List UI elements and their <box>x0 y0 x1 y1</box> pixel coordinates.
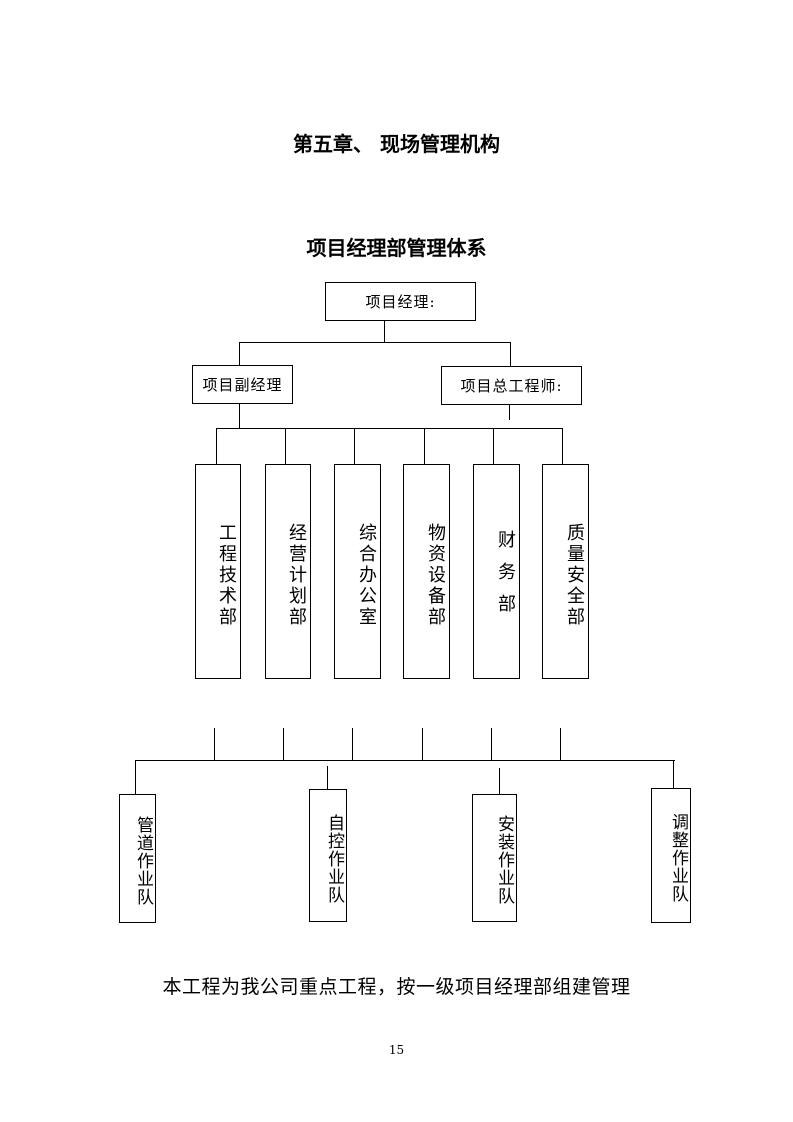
page-number: 15 <box>388 1043 405 1057</box>
connector-line <box>354 428 355 464</box>
node-team: 自控作业队 <box>309 789 347 922</box>
body-paragraph: 本工程为我公司重点工程，按一级项目经理部组建管理 <box>162 976 631 998</box>
connector-line <box>216 428 217 464</box>
connector-line <box>327 766 328 789</box>
connector-line <box>493 428 494 464</box>
node-department: 财务部 <box>473 464 520 679</box>
node-department: 经营计划部 <box>265 464 311 679</box>
connector-line <box>509 405 510 420</box>
connector-line <box>384 321 385 342</box>
connector-line <box>510 342 511 366</box>
node-department: 工程技术部 <box>195 464 241 679</box>
connector-line <box>283 728 284 760</box>
connector-line <box>424 428 425 464</box>
connector-line <box>214 728 215 760</box>
connector-line <box>135 760 675 761</box>
connector-line <box>352 728 353 760</box>
connector-line <box>216 428 563 429</box>
node-department: 综合办公室 <box>334 464 381 679</box>
node-deputy-manager: 项目副经理 <box>192 365 293 404</box>
node-team: 安装作业队 <box>472 794 517 922</box>
chart-title: 项目经理部管理体系 <box>306 236 487 260</box>
chapter-title: 第五章、 现场管理机构 <box>293 132 500 156</box>
connector-line <box>491 728 492 760</box>
connector-line <box>560 728 561 760</box>
node-team: 调整作业队 <box>651 788 691 923</box>
node-department: 质量安全部 <box>542 464 589 679</box>
node-chief-engineer: 项目总工程师: <box>441 366 582 405</box>
connector-line <box>285 428 286 464</box>
connector-line <box>499 768 500 794</box>
connector-line <box>562 428 563 464</box>
connector-line <box>422 728 423 760</box>
node-project-manager: 项目经理: <box>325 282 476 321</box>
connector-line <box>239 342 511 343</box>
node-department: 物资设备部 <box>403 464 450 679</box>
node-team: 管道作业队 <box>119 794 156 923</box>
connector-line <box>239 342 240 365</box>
connector-line <box>673 760 674 788</box>
connector-line <box>135 760 136 794</box>
connector-line <box>239 404 240 428</box>
